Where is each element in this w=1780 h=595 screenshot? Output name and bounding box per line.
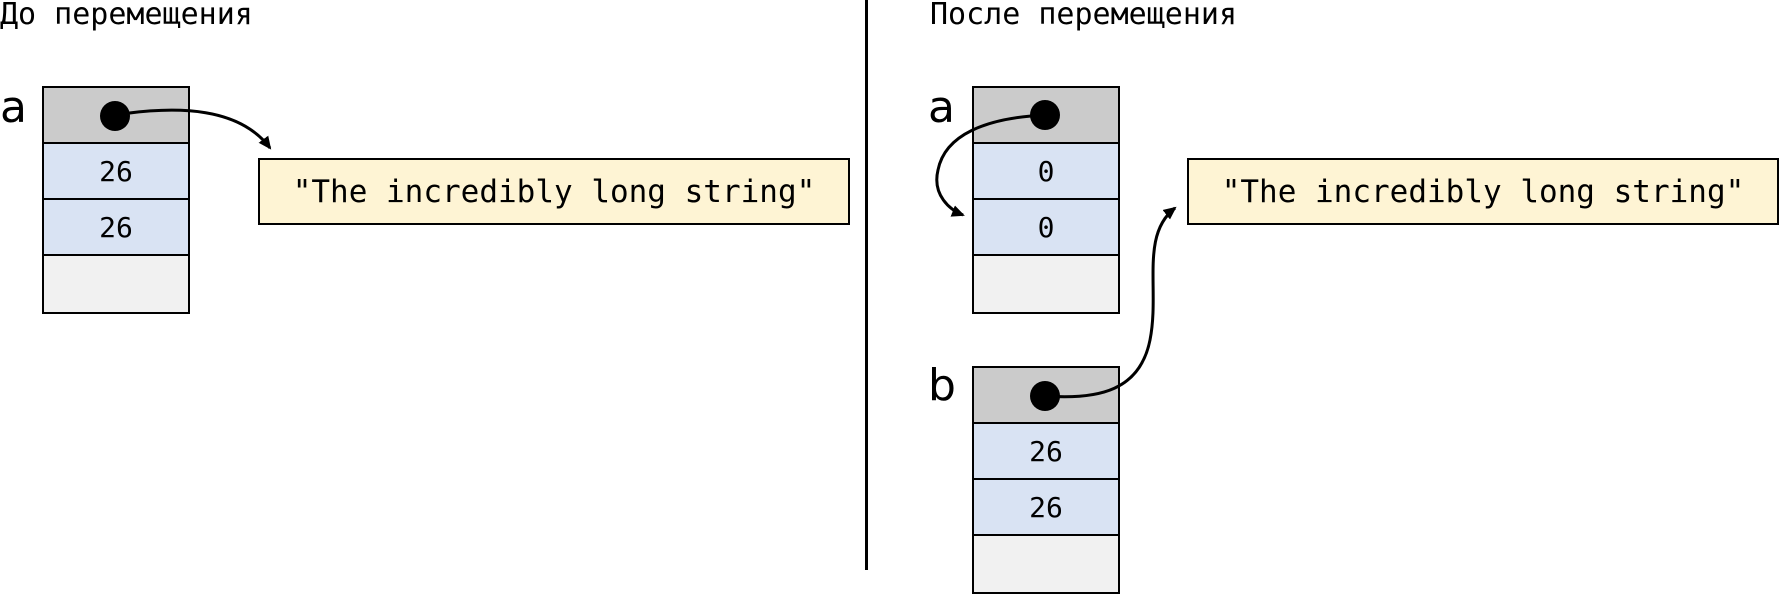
after-var-b-label: b	[928, 360, 956, 411]
after-var-a-label: a	[928, 82, 955, 133]
before-a-pointer-cell	[44, 88, 188, 144]
before-heap-string: "The incredibly long string"	[258, 158, 850, 225]
after-b-pointer-cell	[974, 368, 1118, 424]
after-b-empty-cell	[974, 536, 1118, 592]
after-a-len-cell: 0	[974, 144, 1118, 200]
after-heading: После перемещения	[930, 0, 1238, 32]
before-a-len-cell: 26	[44, 144, 188, 200]
before-a-empty-cell	[44, 256, 188, 312]
before-heading: До перемещения	[0, 0, 253, 32]
after-a-cap-cell: 0	[974, 200, 1118, 256]
after-b-len-cell: 26	[974, 424, 1118, 480]
after-b-cap-cell: 26	[974, 480, 1118, 536]
before-a-cap-cell: 26	[44, 200, 188, 256]
section-divider	[865, 0, 868, 570]
after-var-b-stack: 26 26	[972, 366, 1120, 594]
before-var-a-label: a	[0, 82, 27, 133]
after-heap-string: "The incredibly long string"	[1187, 158, 1779, 225]
before-var-a-stack: 26 26	[42, 86, 190, 314]
after-var-a-stack: 0 0	[972, 86, 1120, 314]
after-a-pointer-cell	[974, 88, 1118, 144]
after-a-empty-cell	[974, 256, 1118, 312]
